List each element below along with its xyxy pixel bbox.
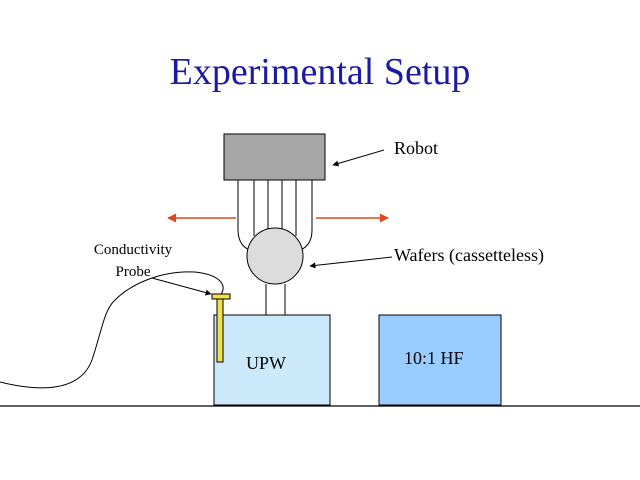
probe-label: Conductivity Probe [70,239,196,283]
robot-label: Robot [394,138,439,158]
probe-cable [0,271,224,389]
wafer-disc [246,227,304,285]
probe-pointer-arrow [151,277,212,296]
upw-label: UPW [246,353,286,373]
probe-rod [216,298,224,363]
hf-label: 10:1 HF [404,348,464,368]
robot-block [223,133,326,181]
probe-label-line1: Conductivity [93,242,173,258]
robot-pointer-arrow [332,149,385,167]
probe-label-line2: Probe [115,264,151,280]
page-title: Experimental Setup [169,51,471,93]
wafer-pointer-arrow [309,256,393,269]
wafers-label: Wafers (cassetteless) [394,245,544,265]
hf-tank [378,314,502,406]
probe-cap [211,293,231,300]
upw-tank [213,314,331,406]
